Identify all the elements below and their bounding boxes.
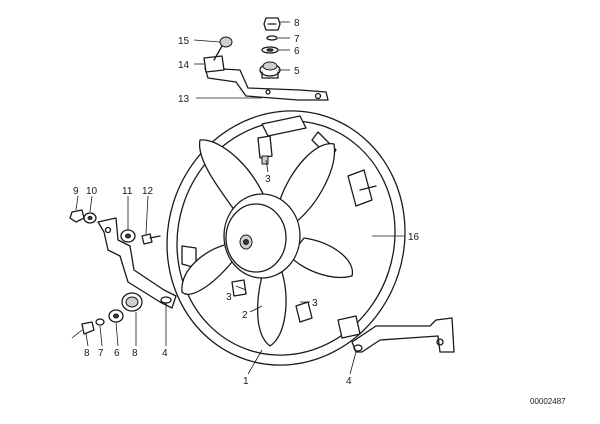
callout-4-right: 4 <box>346 376 352 387</box>
callout-8-bottom-right: 8 <box>132 348 138 359</box>
mounting-screws <box>231 135 313 323</box>
callout-9: 9 <box>73 186 79 197</box>
callout-11: 11 <box>122 186 133 197</box>
callout-7-top: 7 <box>294 34 300 45</box>
callout-8-top: 8 <box>294 18 300 29</box>
callout-16: 16 <box>408 232 420 243</box>
callout-2: 2 <box>242 310 248 321</box>
right-bracket <box>351 317 455 353</box>
drawing-reference-number: 00002487 <box>530 397 566 406</box>
upper-bracket-assembly <box>203 17 329 101</box>
left-bracket-assembly <box>69 209 177 309</box>
callout-6-bottom: 6 <box>114 348 120 359</box>
callout-14: 14 <box>178 60 190 71</box>
callout-labels: 1 2 3 3 3 4 4 5 6 6 7 7 8 8 8 9 10 11 12… <box>73 18 420 387</box>
leader-lines <box>71 21 404 375</box>
callout-3-left: 3 <box>226 292 232 303</box>
callout-10: 10 <box>86 186 98 197</box>
callout-7-bottom: 7 <box>98 348 104 359</box>
callout-1: 1 <box>243 376 249 387</box>
callout-4-left: 4 <box>162 348 168 359</box>
callout-3-right: 3 <box>312 298 318 309</box>
callout-15: 15 <box>178 36 190 47</box>
callout-13: 13 <box>178 94 190 105</box>
callout-5: 5 <box>294 66 300 77</box>
callout-3-top: 3 <box>265 174 271 185</box>
callout-8-bottom-left: 8 <box>84 348 90 359</box>
lower-left-hardware <box>81 292 143 335</box>
callout-12: 12 <box>142 186 154 197</box>
fan-motor-hub <box>223 193 301 279</box>
callout-6-top: 6 <box>294 46 300 57</box>
